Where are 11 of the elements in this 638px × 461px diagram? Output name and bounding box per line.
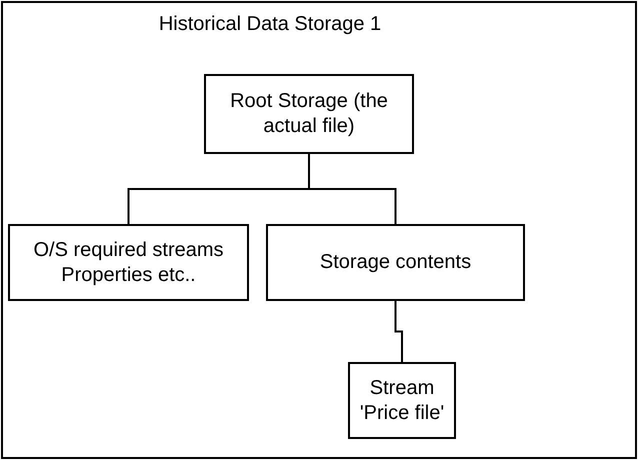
storage-box <box>348 362 456 439</box>
storage-box <box>8 224 249 301</box>
box-label: Stream 'Price file' <box>358 376 446 426</box>
box-label: Root Storage (the actual file) <box>229 89 389 139</box>
storage-box <box>204 74 414 154</box>
connector-line <box>308 154 396 224</box>
connector-line <box>394 301 403 362</box>
storage-box <box>266 224 525 301</box>
container-heading: Historical Data Storage 1 <box>158 13 382 36</box>
box-label: O/S required streams Properties etc.. <box>32 238 225 288</box>
box-label: Storage contents <box>320 250 472 275</box>
